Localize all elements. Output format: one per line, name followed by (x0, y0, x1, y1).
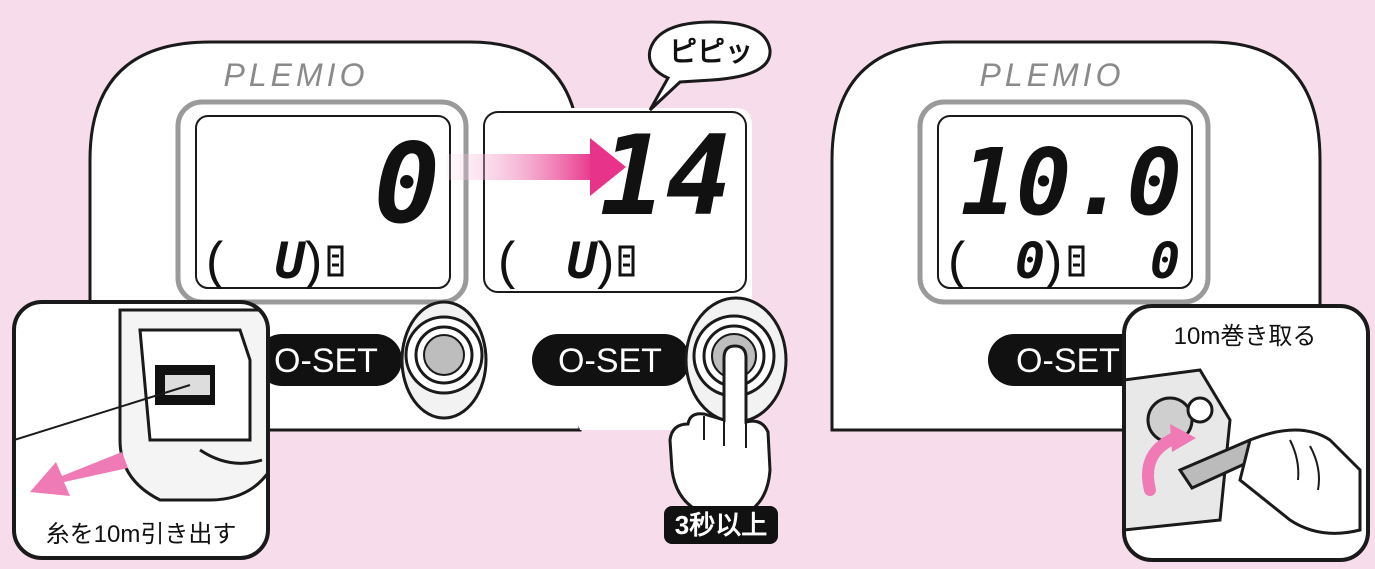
lcd-paren-close-left: ) (305, 232, 322, 290)
pressing-hand-icon (668, 344, 772, 514)
lcd-main-value-middle: 14 (600, 112, 732, 240)
oset-label-right: O-SET (1016, 342, 1120, 380)
hold-duration-badge: 3秒以上 (664, 506, 778, 544)
wind-direction-arrow-icon (1142, 424, 1196, 496)
lcd-paren-open-left: ( (206, 232, 224, 290)
lcd-paren-open-middle: ( (498, 232, 516, 290)
beep-speech-bubble: ピピッ (647, 20, 772, 112)
lcd-main-value-right: 10.0 (960, 129, 1182, 236)
battery-icon (618, 245, 635, 277)
pull-direction-arrow-icon (30, 452, 128, 496)
transition-arrow-icon (446, 138, 626, 196)
inset-caption-right: 10m巻き取る (1174, 323, 1317, 350)
lcd-paren-close-right: ) (1045, 232, 1062, 290)
lcd-sub-value-middle: U (567, 232, 599, 290)
reel-illustration (14, 308, 268, 502)
brand-logo-left: PLEMIO (224, 57, 369, 93)
lcd-main-value-left: 0 (374, 120, 440, 248)
lcd-paren-close-middle: ) (597, 232, 614, 290)
oset-label-middle: O-SET (558, 342, 662, 380)
lcd-sub-value-right: 0 (1015, 232, 1045, 290)
inset-wind-line: 10m巻き取る (1122, 304, 1370, 562)
hold-duration-label: 3秒以上 (675, 510, 767, 540)
lcd-sub-value-left: U (275, 232, 307, 290)
oset-button-left[interactable]: O-SET (256, 300, 488, 420)
inset-pull-line: 糸を10m引き出す (12, 300, 270, 560)
oset-button-right[interactable]: O-SET (988, 334, 1148, 386)
lcd-counter-right: 0 (1150, 232, 1180, 290)
lcd-display-left: 0 ( U ) (175, 99, 469, 305)
oset-label-left: O-SET (274, 342, 378, 380)
lcd-display-right: 10.0 ( 0 ) 0 (917, 99, 1211, 305)
lcd-paren-open-right: ( (948, 232, 966, 290)
beep-text: ピピッ (669, 36, 753, 67)
lcd-display-middle: 14 ( U ) (483, 111, 747, 293)
battery-icon (1068, 245, 1085, 277)
brand-logo-right: PLEMIO (980, 57, 1125, 93)
battery-icon (327, 245, 344, 277)
inset-caption-left: 糸を10m引き出す (46, 521, 237, 548)
